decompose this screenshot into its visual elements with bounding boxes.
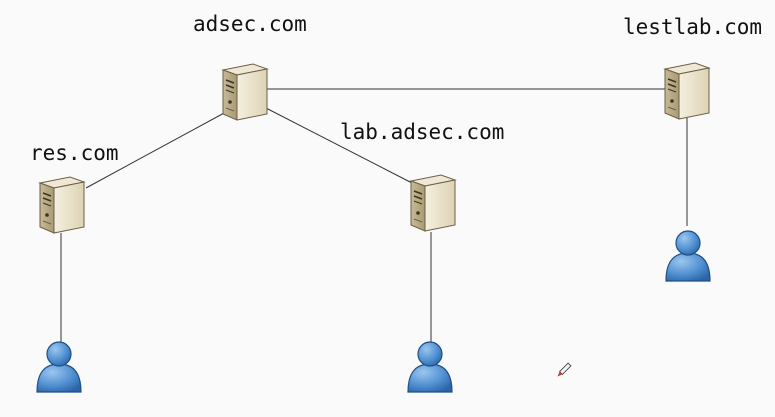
server-icon-lab[interactable] [410,174,456,232]
links [60,88,688,348]
node-label-res: res.com [30,141,119,165]
user-icon-res[interactable] [36,341,82,393]
pen-cursor-icon [557,362,572,377]
server-icon-adsec[interactable] [222,63,268,121]
node-label-lab: lab.adsec.com [340,120,505,144]
node-label-lestlab: lestlab.com [623,15,763,39]
server-icon-res[interactable] [39,176,85,234]
user-icon-lab[interactable] [407,341,453,393]
link-adsec-lab [263,106,413,184]
link-adsec-res [85,111,227,189]
user-icon-lestlab[interactable] [665,230,711,282]
node-label-adsec: adsec.com [193,12,307,36]
server-icon-lestlab[interactable] [664,62,710,120]
